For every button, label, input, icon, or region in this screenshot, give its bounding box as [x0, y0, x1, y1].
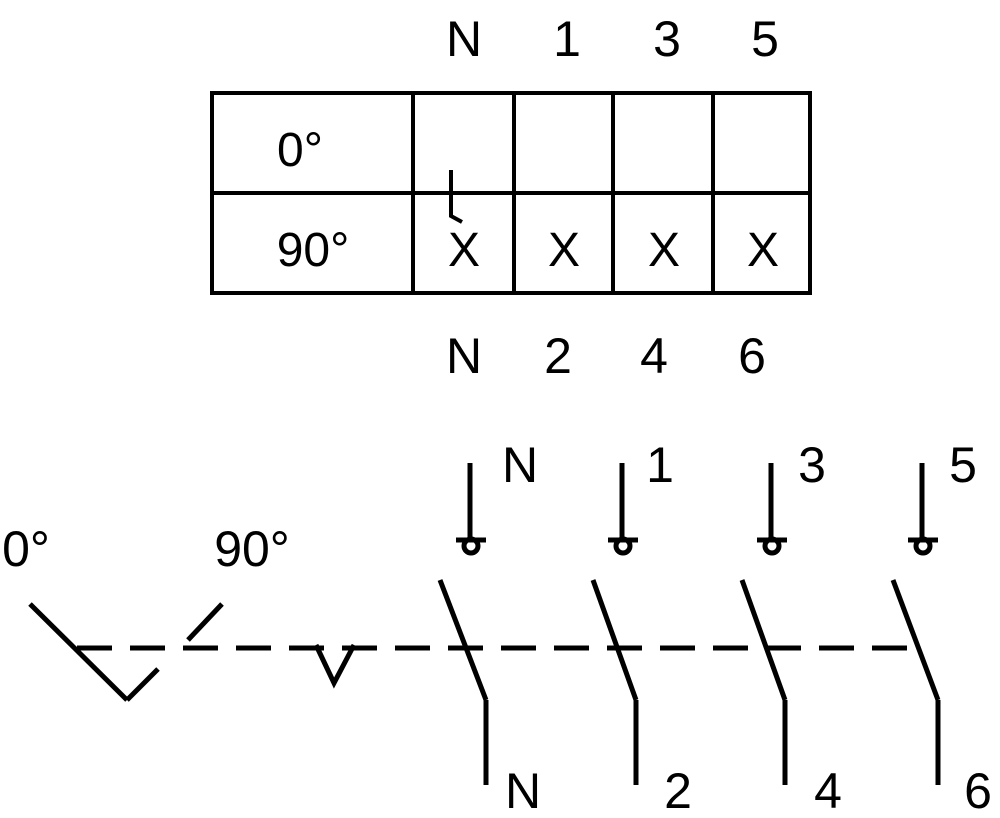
pole-top-label: 3: [798, 437, 826, 493]
schematic-position-label: 0°: [2, 521, 50, 577]
pole-bottom-label: 4: [814, 763, 842, 818]
switching-table: [210, 91, 812, 295]
table-top-label: 5: [751, 11, 779, 67]
switch-pole-1-2: [590, 463, 639, 785]
table-cell-mark: X: [747, 224, 779, 277]
pole-top-label: 5: [949, 437, 977, 493]
table-top-label: 3: [653, 11, 681, 67]
table-bottom-label: 2: [544, 328, 572, 384]
switch-pole-3-4: [739, 463, 788, 785]
table-top-label: 1: [553, 11, 581, 67]
table-bottom-label: 6: [738, 328, 766, 384]
switch-pole-n: [437, 463, 489, 785]
table-bottom-label: 4: [640, 328, 668, 384]
schematic-position-label: 90°: [214, 521, 290, 577]
rotary-actuator-symbol: [28, 602, 224, 702]
pole-bottom-label: 2: [664, 763, 692, 818]
neutral-lead-mark: [449, 170, 463, 224]
pole-top-label: 1: [646, 437, 674, 493]
table-cell-mark: X: [648, 224, 680, 277]
table-cell-mark: X: [548, 224, 580, 277]
pole-top-label: N: [502, 437, 538, 493]
table-cell-mark: X: [448, 224, 480, 277]
pole-bottom-label: N: [505, 763, 541, 818]
table-bottom-label: N: [446, 328, 482, 384]
switch-pole-5-6: [890, 463, 941, 785]
pole-bottom-label: 6: [964, 763, 992, 818]
table-top-label: N: [446, 11, 482, 67]
detent-symbol: [313, 643, 357, 689]
table-row-position: 0°: [277, 124, 323, 177]
table-row-position: 90°: [277, 224, 350, 277]
